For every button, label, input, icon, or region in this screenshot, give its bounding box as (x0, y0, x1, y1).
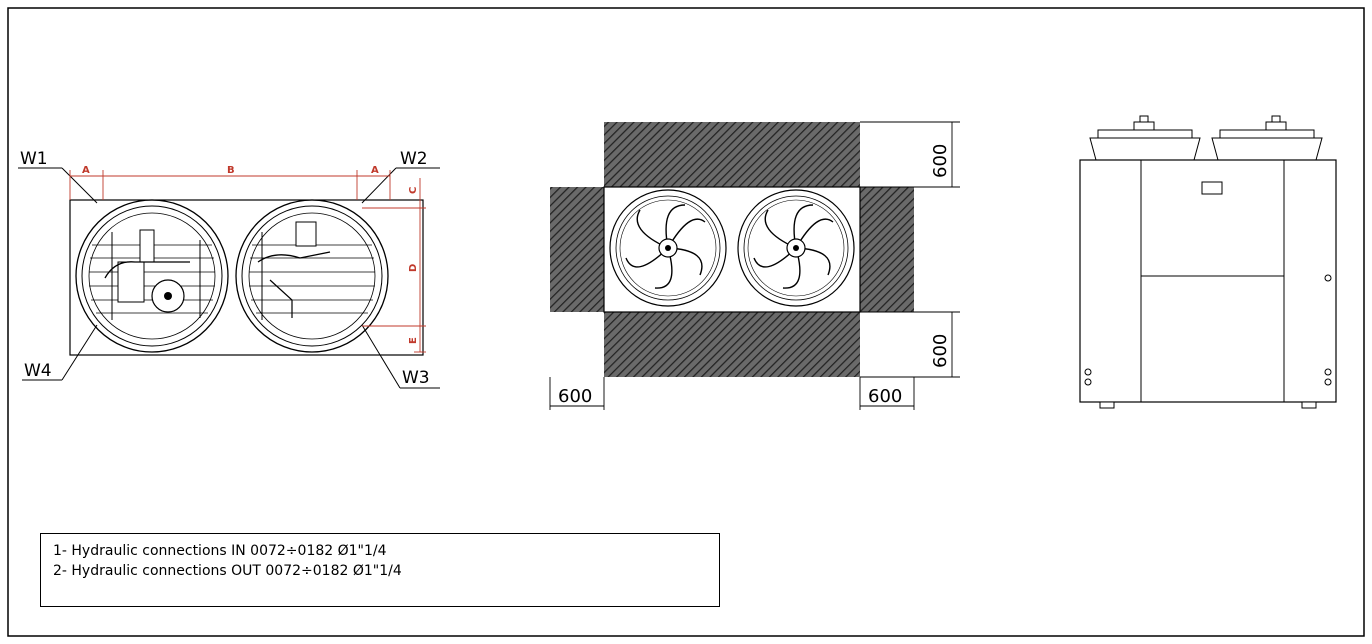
label-w1: W1 (20, 149, 48, 169)
legend-line-1: 1- Hydraulic connections IN 0072÷0182 Ø1… (53, 543, 387, 559)
dim-c: C (408, 187, 419, 194)
foot-left (1099, 401, 1115, 409)
unit-outline (69, 199, 424, 356)
fan-right (737, 189, 855, 307)
dim-a-left: A (82, 165, 90, 176)
clearance-zone-top (604, 122, 860, 187)
legend-line-2: 2- Hydraulic connections OUT 0072÷0182 Ø… (53, 563, 402, 579)
fan-ring-left (75, 199, 229, 353)
connection-3-icon (1324, 368, 1332, 376)
dim-b: B (227, 165, 235, 176)
clearance-view: 600 600 600 600 (549, 121, 960, 410)
connection-2-icon (1084, 378, 1092, 386)
clearance-zone-left (550, 187, 604, 312)
dim-e: E (408, 337, 419, 344)
sheet-border (7, 7, 1365, 637)
top-view: W1 W2 W3 W4 A B A C D (18, 149, 440, 389)
foot-right (1301, 401, 1317, 409)
fan-left (609, 189, 727, 307)
clearance-zone-right (860, 187, 914, 312)
legend-box: 1- Hydraulic connections IN 0072÷0182 Ø1… (40, 533, 720, 607)
clearance-zone-bottom (604, 312, 860, 377)
fan-ring-right (235, 199, 389, 353)
connection-1-icon (1084, 368, 1092, 376)
fan-housing-left (1089, 115, 1201, 161)
bolt-icon (1324, 274, 1332, 282)
label-w2: W2 (400, 149, 428, 169)
connection-4-icon (1324, 378, 1332, 386)
unit-body (1079, 159, 1337, 403)
dim-a-right: A (371, 165, 379, 176)
fan-housing-right (1211, 115, 1323, 161)
clearance-right-value: 600 (868, 386, 902, 407)
label-w3: W3 (402, 368, 430, 388)
clearance-bottom-value: 600 (930, 334, 951, 368)
dim-d: D (408, 264, 419, 272)
handle (1201, 181, 1223, 195)
clearance-top-value: 600 (930, 144, 951, 178)
label-w4: W4 (24, 361, 52, 381)
clearance-left-value: 600 (558, 386, 592, 407)
side-view (1079, 115, 1337, 409)
